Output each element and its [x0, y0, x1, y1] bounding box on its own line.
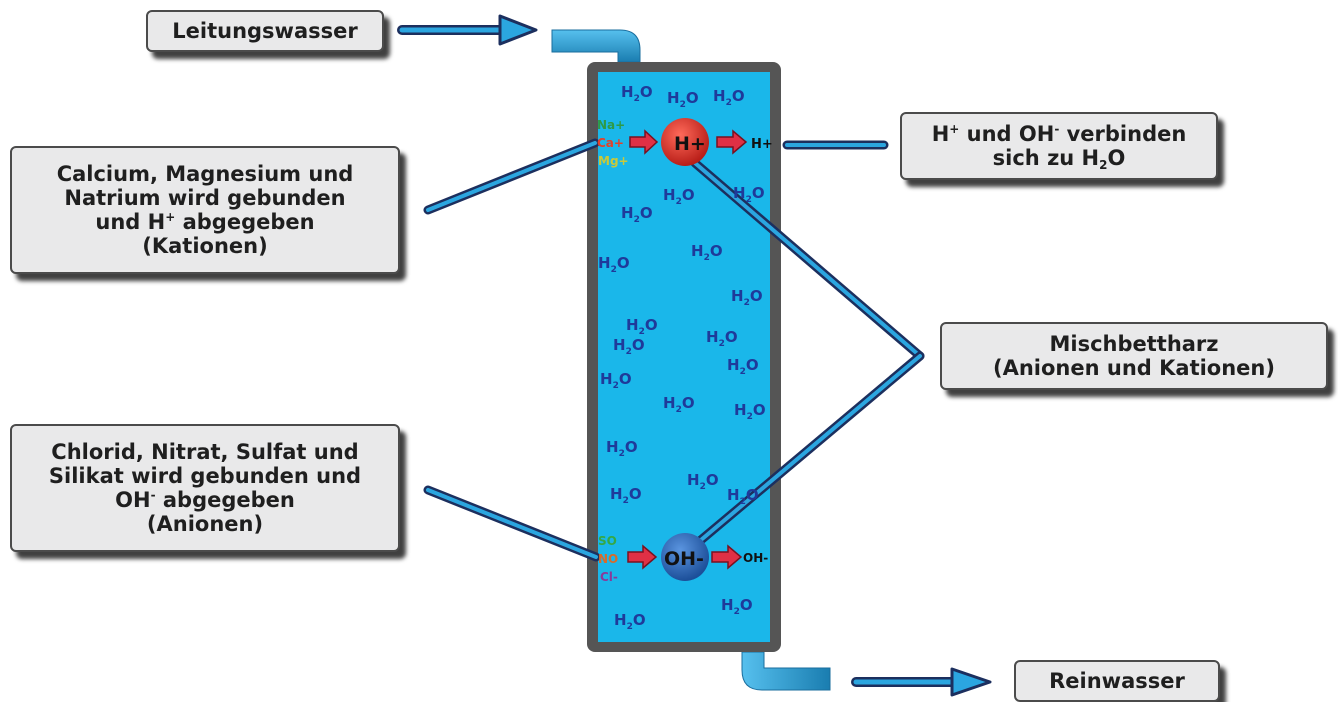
combine-line-1: H+ und OH- verbinden [931, 122, 1187, 146]
h-ion-arrow-in [629, 129, 659, 155]
na-ion-label: Na+ [597, 118, 625, 132]
oh-ion-label: OH- [664, 548, 704, 570]
h-ion-ball [661, 118, 709, 166]
mg-ion-label: Mg+ [598, 154, 629, 168]
tap-water-box: Leitungswasser [146, 10, 384, 52]
no-ion-label: NO [598, 552, 618, 566]
anion-line-3: OH- abgegeben [115, 488, 295, 512]
h-ion-arrow-out [716, 129, 748, 155]
pure-water-box: Reinwasser [1014, 660, 1220, 702]
h-ion-label: H+ [674, 133, 706, 155]
cation-line-3: und H+ abgegeben [95, 210, 315, 234]
cation-labels: Na+ Ca+ Mg+ [597, 118, 629, 168]
oh-ion-arrow-out [711, 544, 743, 570]
water-molecule-label: H2O [731, 287, 763, 308]
outlet-pipe [741, 651, 831, 691]
oh-ion-out-label: OH- [743, 551, 768, 565]
water-molecule-label: H2O [621, 83, 653, 104]
cation-line-1: Calcium, Magnesium und [56, 162, 354, 186]
water-molecule-label: H2O [621, 204, 653, 225]
water-molecule-label: H2O [691, 242, 723, 263]
water-molecule-label: H2O [606, 438, 638, 459]
cl-ion-label: Cl- [600, 570, 618, 584]
water-molecule-label: H2O [687, 471, 719, 492]
h-ion-out-label: H+ [751, 137, 773, 152]
water-molecule-label: H2O [610, 485, 642, 506]
water-molecule-label: H2O [626, 316, 658, 337]
oh-ion-ball [661, 533, 709, 581]
water-molecule-label: H2O [663, 186, 695, 207]
water-molecule-label: H2O [734, 401, 766, 422]
tap-water-label: Leitungswasser [172, 19, 358, 43]
anion-labels: SO NO Cl- [598, 534, 618, 584]
water-molecules: H2O H2O H2O H2O H2O H2O H2O H2O H2O H2O H2O H2O H2O H… [598, 83, 766, 632]
anion-line-1: Chlorid, Nitrat, Sulfat und [51, 440, 359, 464]
cation-line-2: Natrium wird gebunden [64, 186, 346, 210]
water-molecule-label: H2O [667, 89, 699, 110]
water-molecule-label: H2O [614, 611, 646, 632]
water-molecule-label: H2O [598, 254, 630, 275]
connector-lines [423, 138, 925, 562]
cation-line-4: (Kationen) [142, 234, 268, 258]
resin-line-1: Mischbettharz [1049, 332, 1219, 356]
combine-line-2: sich zu H2O [992, 146, 1126, 172]
pure-water-label: Reinwasser [1049, 669, 1185, 693]
water-molecule-label: H2O [721, 596, 753, 617]
resin-line-2: (Anionen und Kationen) [993, 356, 1275, 380]
so-ion-label: SO [598, 534, 617, 548]
resin-description-box: Mischbettharz (Anionen und Kationen) [940, 322, 1328, 390]
inflow-arrow [397, 14, 538, 46]
water-molecule-label: H2O [727, 356, 759, 377]
oh-ion-arrow-in [627, 544, 658, 570]
inlet-pipe [551, 29, 641, 63]
ca-ion-label: Ca+ [597, 136, 624, 150]
water-molecule-label: H2O [727, 486, 759, 507]
water-molecule-label: H2O [663, 394, 695, 415]
outflow-arrow [851, 667, 992, 697]
anion-line-2: Silikat wird gebunden und [48, 464, 362, 488]
cation-description-box: Calcium, Magnesium und Natrium wird gebu… [10, 146, 400, 274]
anion-description-box: Chlorid, Nitrat, Sulfat und Silikat wird… [10, 424, 400, 552]
water-molecule-label: H2O [713, 87, 745, 108]
anion-line-4: (Anionen) [146, 512, 264, 536]
water-molecule-label: H2O [733, 184, 765, 205]
combine-description-box: H+ und OH- verbinden sich zu H2O [900, 112, 1218, 180]
water-molecule-label: H2O [706, 328, 738, 349]
water-molecule-label: H2O [600, 370, 632, 391]
water-molecule-label: H2O [613, 336, 645, 357]
